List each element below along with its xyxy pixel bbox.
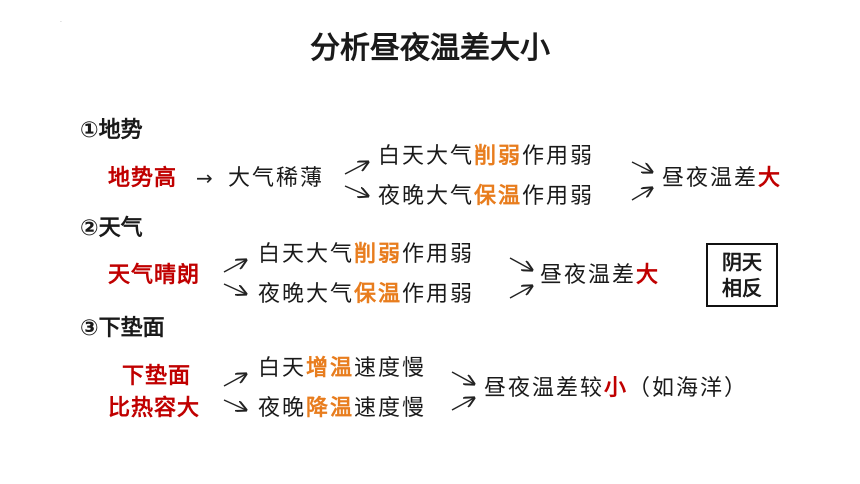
arrow-merge-down-icon [509, 257, 532, 270]
arrow-down-icon [223, 283, 246, 294]
arrow-merge-up-icon [631, 188, 652, 201]
cause-terrain-high: 地势高 [108, 166, 178, 191]
arrow-down-icon [223, 399, 246, 410]
sec2-night-line: 夜晚大气保温作用弱 [258, 282, 475, 307]
arrow-down-icon [344, 185, 368, 196]
arrow-merge-down-icon [451, 371, 474, 384]
section-heading-surface: ③下垫面 [80, 316, 165, 341]
sec1-day-line: 白天大气削弱作用弱 [378, 144, 595, 169]
section-heading-weather: ②天气 [80, 216, 143, 241]
cloudy-opposite-note: 阴天 相反 [706, 243, 778, 307]
cause-high-heat-capacity: 比热容大 [108, 396, 201, 421]
sec2-day-line: 白天大气削弱作用弱 [258, 242, 475, 267]
arrow-merge-up-icon [509, 286, 532, 299]
sec1-night-line: 夜晚大气保温作用弱 [378, 184, 595, 209]
sec3-result: 昼夜温差较小（如海洋） [484, 376, 749, 401]
middle-thin-air: 大气稀薄 [228, 166, 325, 191]
corner-mark: . [60, 17, 62, 24]
note-line-1: 阴天 [722, 250, 762, 274]
sec3-night-line: 夜晚降温速度慢 [258, 396, 427, 421]
section-heading-terrain: ①地势 [80, 118, 143, 143]
note-line-2: 相反 [722, 276, 762, 300]
page-title: 分析昼夜温差大小 [310, 31, 550, 66]
cause-clear-weather: 天气晴朗 [108, 263, 201, 288]
arrow-up-icon [223, 374, 246, 387]
sec3-day-line: 白天增温速度慢 [258, 356, 427, 381]
cause-underlying-surface: 下垫面 [122, 364, 192, 389]
sec1-result: 昼夜温差大 [662, 166, 783, 191]
arrow-up-icon [344, 162, 368, 175]
arrow-merge-up-icon [451, 398, 474, 411]
sec2-result: 昼夜温差大 [540, 263, 661, 288]
arrow-right-icon: → [196, 166, 213, 190]
arrow-merge-down-icon [631, 161, 652, 172]
arrow-up-icon [223, 260, 246, 273]
